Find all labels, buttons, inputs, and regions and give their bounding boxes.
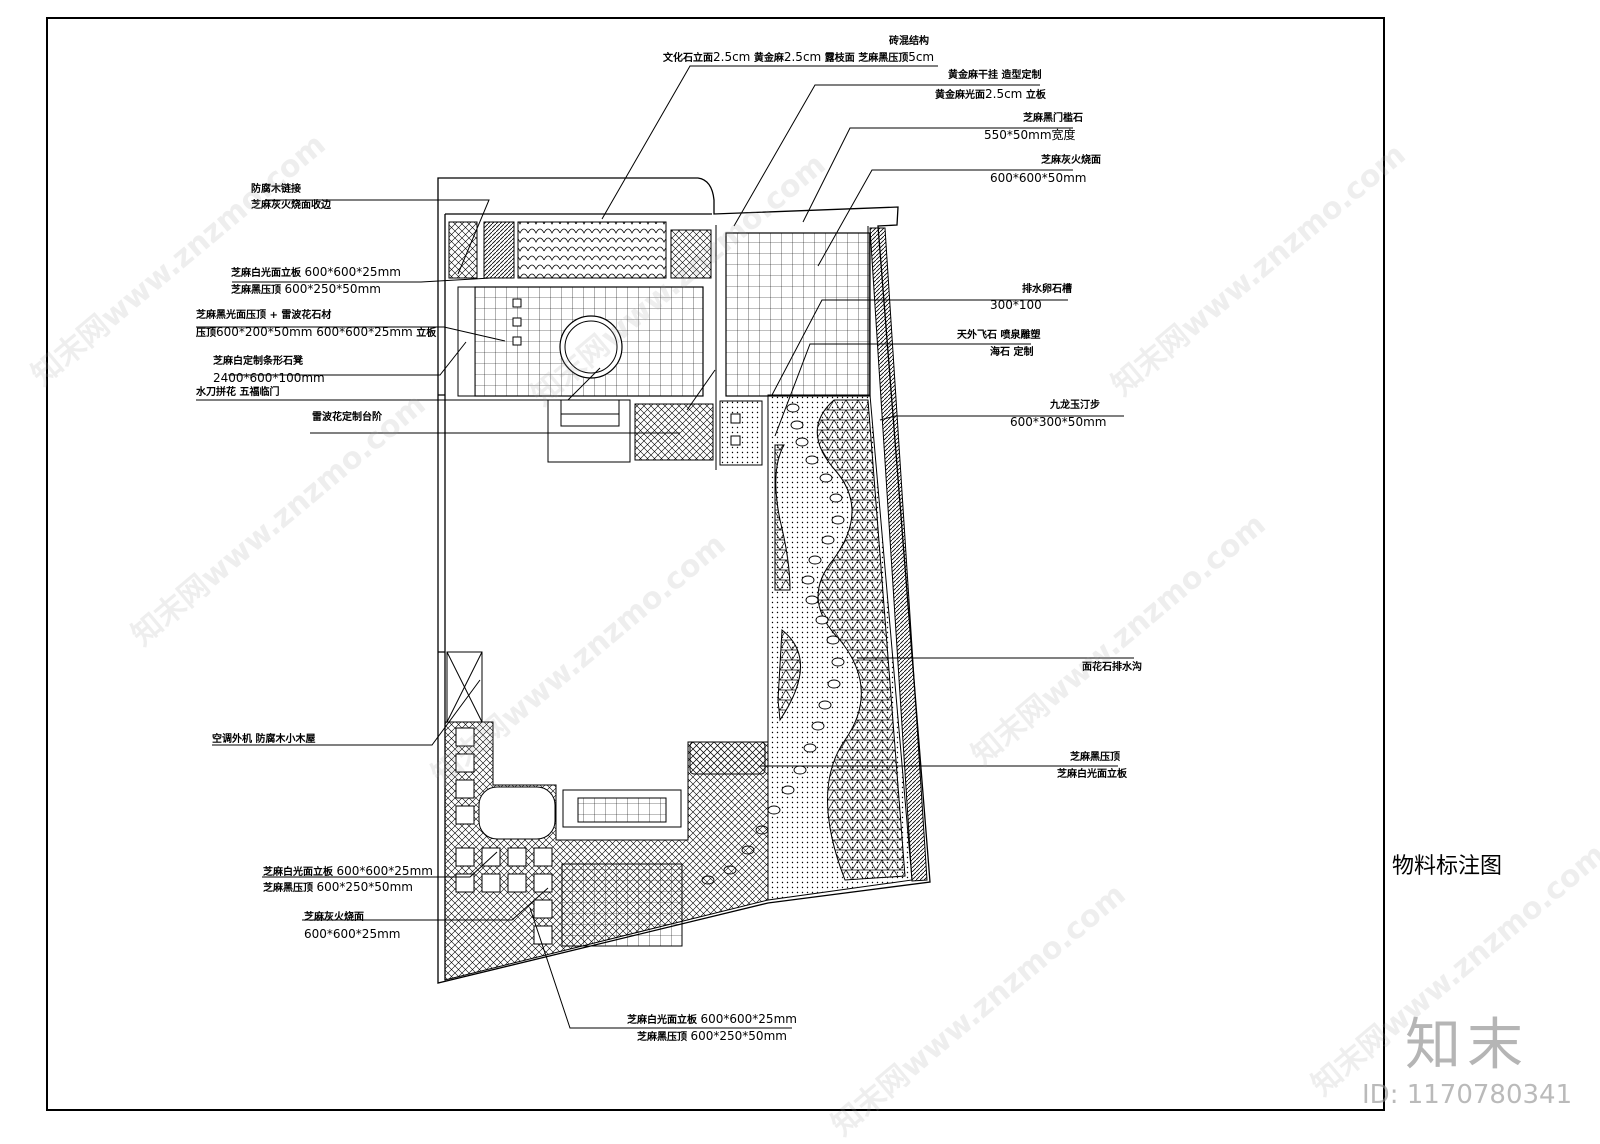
right-garden bbox=[767, 227, 928, 901]
label-flamed-grey-bl-size: 600*600*25mm bbox=[304, 927, 401, 941]
label-drainage-ditch: 面花石排水沟 bbox=[1082, 662, 1142, 673]
label-sea-stone: 海石 定制 bbox=[990, 347, 1034, 358]
sheet-title: 物料标注图 bbox=[1392, 854, 1503, 879]
bottom-left-paving bbox=[444, 721, 769, 981]
corner-planter-tl bbox=[448, 221, 478, 279]
wave-paving bbox=[517, 221, 667, 279]
label-custom-steps: 雷波花定制台阶 bbox=[312, 412, 382, 423]
ac-hut bbox=[446, 651, 483, 723]
label-stepping-jade: 九龙玉汀步 bbox=[1050, 400, 1100, 411]
label-black-coping-bottom: 芝麻黑压顶 600*250*50mm bbox=[637, 1029, 787, 1043]
label-flamed-grey-bl: 芝麻灰火烧面 bbox=[304, 912, 364, 923]
label-fountain-sculpture: 天外飞石 喷泉雕塑 bbox=[957, 330, 1041, 341]
corner-planter-tr bbox=[670, 229, 712, 279]
label-flamed-grey: 芝麻灰火烧面 bbox=[1041, 155, 1101, 166]
top-right-tiles bbox=[725, 232, 871, 397]
entry-steps bbox=[547, 399, 763, 466]
label-wood-connector: 防腐木链接 bbox=[251, 184, 301, 195]
sheet-border bbox=[46, 17, 1385, 1111]
label-polished-coping: 芝麻黑光面压顶 + 雷波花石材 bbox=[196, 310, 332, 321]
label-stepping-jade-size: 600*300*50mm bbox=[1010, 415, 1107, 429]
label-stone-bench-size: 2400*600*100mm bbox=[213, 371, 325, 385]
label-black-coping-top: 芝麻黑压顶 600*250*50mm bbox=[231, 282, 381, 296]
label-flamed-edge: 芝麻灰火烧面收边 bbox=[251, 200, 331, 211]
label-drain-trough: 排水卵石槽 bbox=[1022, 284, 1072, 295]
label-black-coping: 芝麻黑压顶 bbox=[1070, 752, 1120, 763]
label-white-panel-bl: 芝麻白光面立板 600*600*25mm bbox=[263, 864, 433, 878]
stepping-stones bbox=[701, 403, 845, 885]
label-black-coping-bl: 芝麻黑压顶 600*250*50mm bbox=[263, 880, 413, 894]
label-drain-trough-size: 300*100 bbox=[990, 298, 1042, 312]
label-door-sill: 芝麻黑门槛石 bbox=[1023, 113, 1083, 124]
label-ac-hut: 空调外机 防腐木小木屋 bbox=[212, 734, 316, 745]
label-stone-bench: 芝麻白定制条形石凳 bbox=[213, 356, 303, 367]
fountain-round bbox=[559, 315, 623, 379]
drawing-id: ID: 1170780341 bbox=[1362, 1080, 1573, 1110]
label-culture-stone: 文化石立面2.5cm 黄金麻2.5cm 露枝面 芝麻黑压顶5cm bbox=[663, 50, 935, 64]
bottom-left-blocks bbox=[455, 727, 553, 945]
site-outline bbox=[437, 177, 931, 984]
label-brick-structure: 砖混结构 bbox=[889, 36, 929, 47]
label-door-sill-size: 550*50mm宽度 bbox=[984, 128, 1076, 142]
brand-logo: 知末 bbox=[1405, 1013, 1529, 1078]
label-white-panel-bottom: 芝麻白光面立板 600*600*25mm bbox=[627, 1012, 797, 1026]
stone-bench bbox=[457, 286, 476, 397]
wood-connector bbox=[483, 221, 515, 279]
label-white-panel-top: 芝麻白光面立板 600*600*25mm bbox=[231, 265, 401, 279]
label-golden-granite-panel: 黄金麻光面2.5cm 立板 bbox=[935, 87, 1046, 101]
leader-lines bbox=[196, 65, 1134, 1029]
label-flamed-grey-size: 600*600*50mm bbox=[990, 171, 1087, 185]
label-waterjet-inlay: 水刀拼花 五福临门 bbox=[196, 387, 280, 398]
label-golden-granite-cladding: 黄金麻干挂 造型定制 bbox=[948, 70, 1042, 81]
label-white-panel: 芝麻白光面立板 bbox=[1057, 769, 1127, 780]
label-polished-coping-size: 压顶600*200*50mm 600*600*25mm 立板 bbox=[196, 325, 437, 339]
